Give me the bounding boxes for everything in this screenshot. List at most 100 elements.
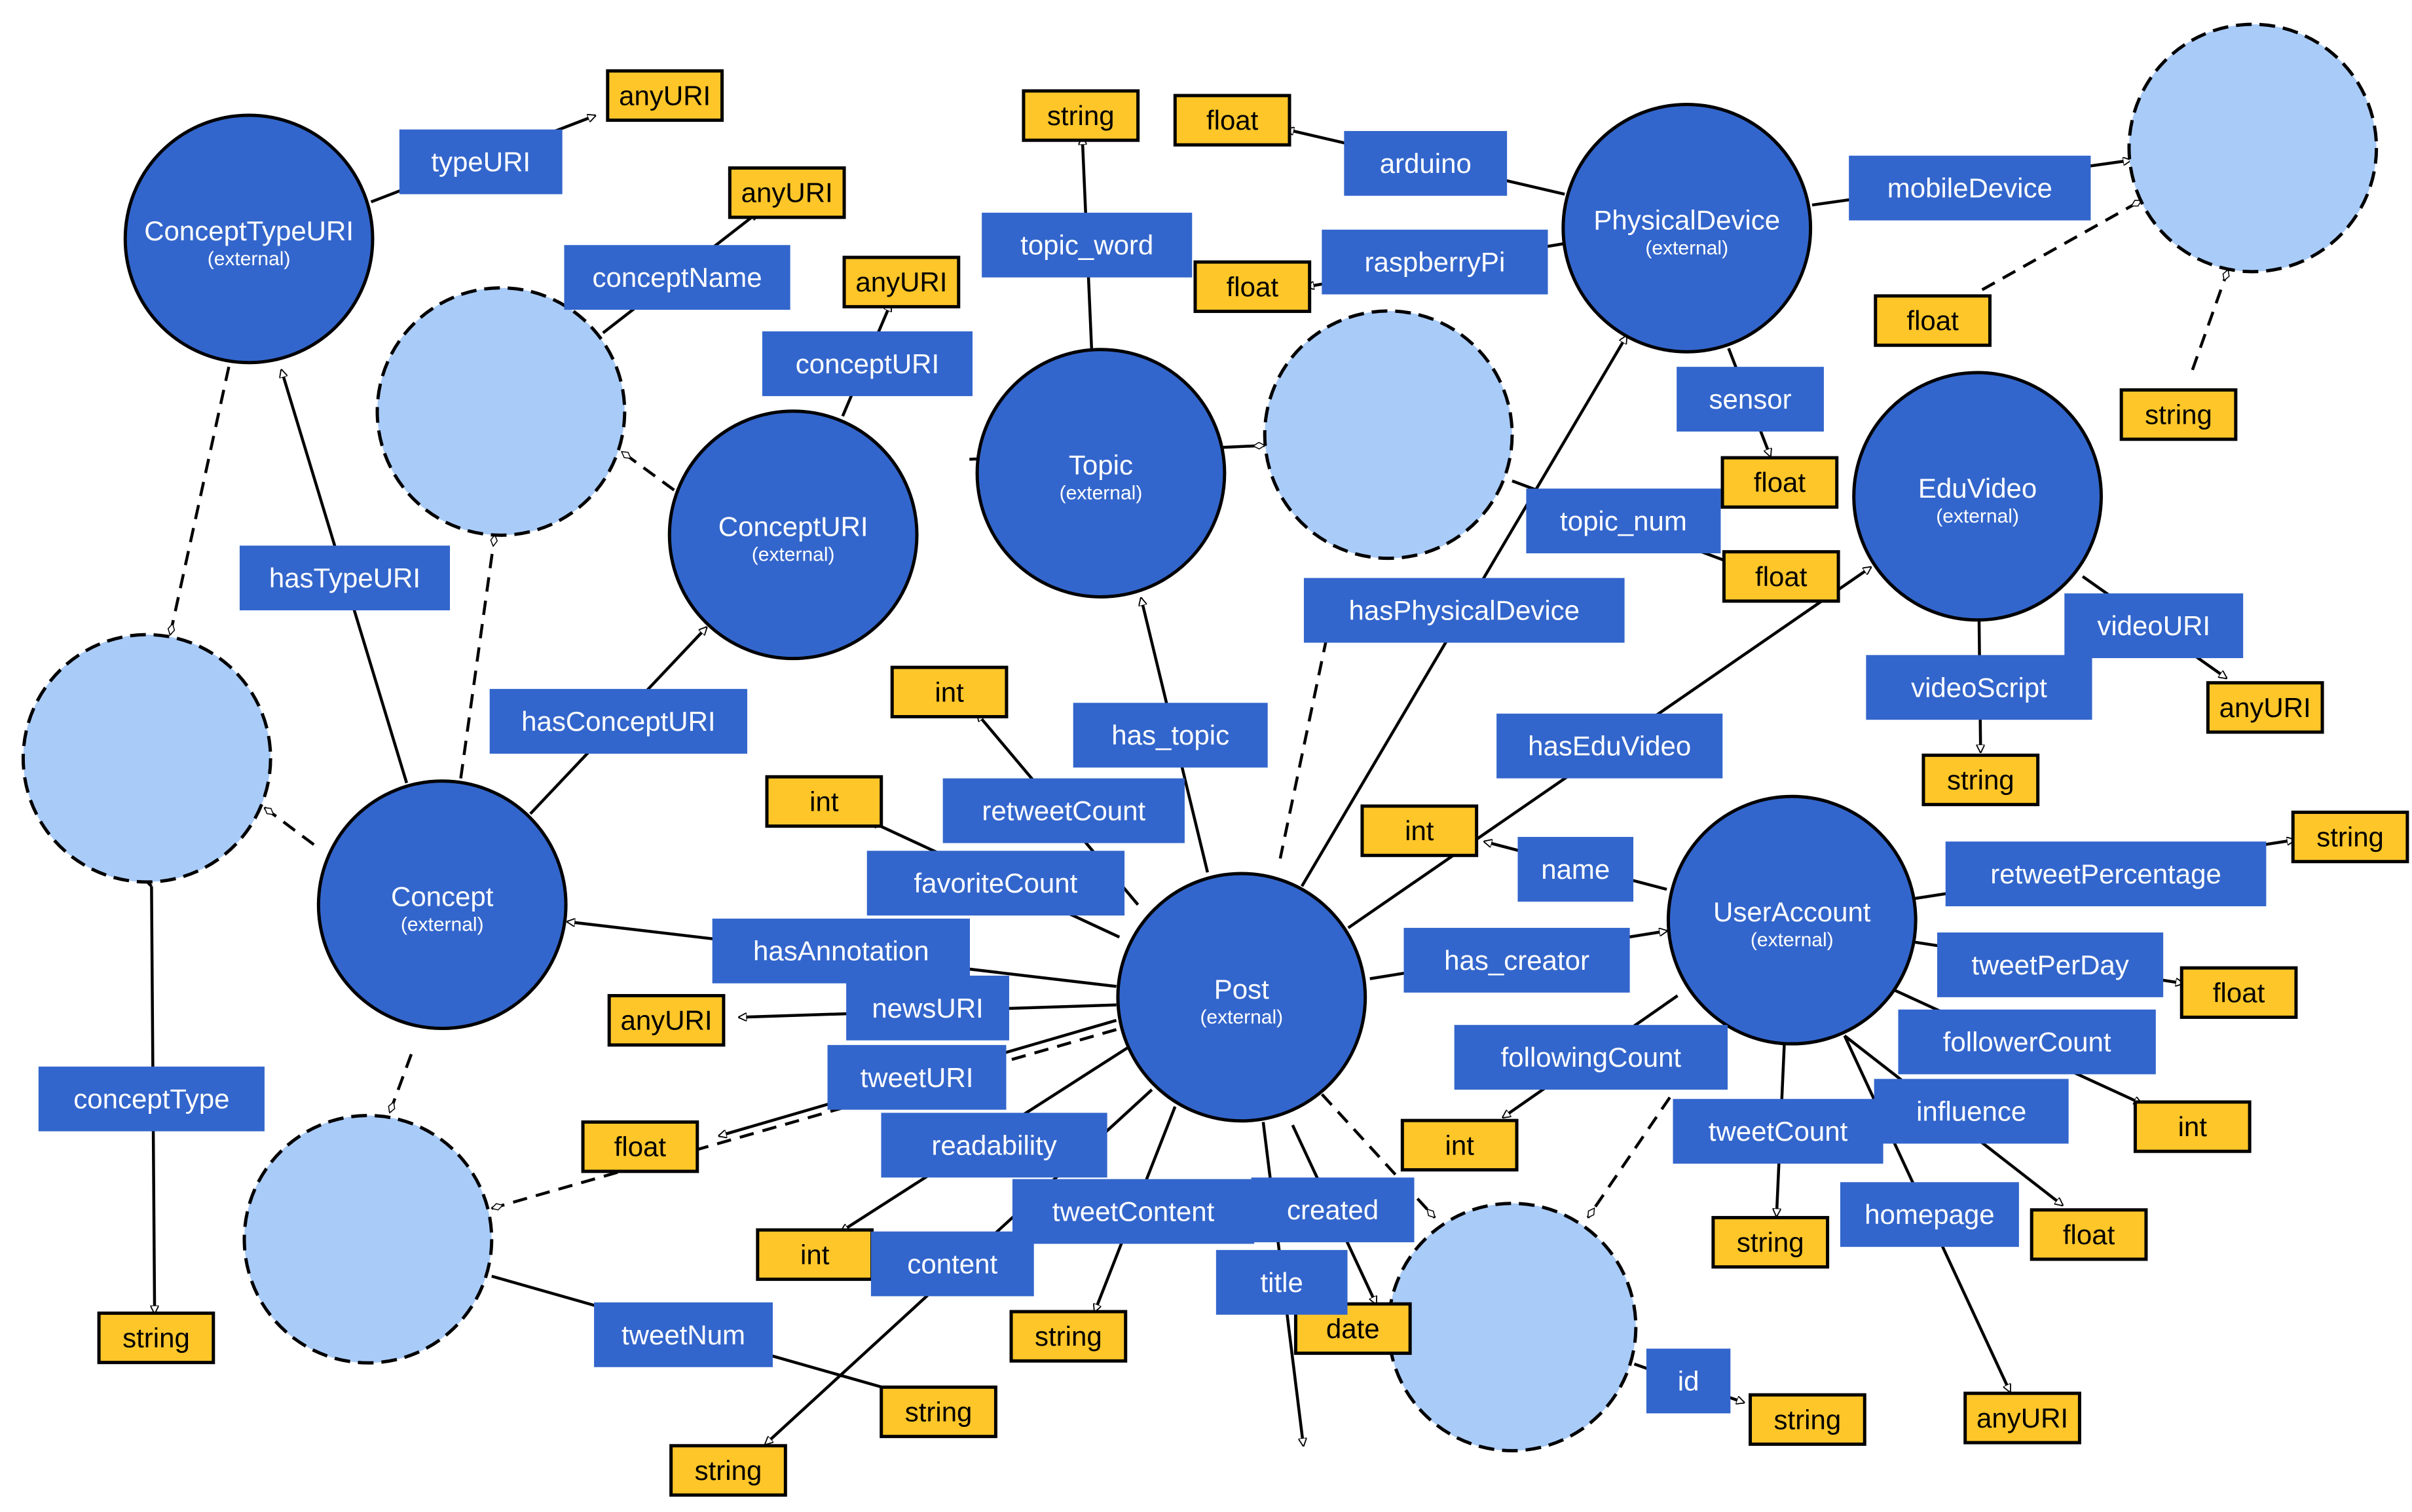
property-label-conceptName: conceptName	[564, 245, 790, 310]
datatype-label: string	[2145, 399, 2212, 430]
property-label-box	[1937, 932, 2164, 997]
property-label-box	[38, 1066, 265, 1132]
property-label-text: title	[1261, 1267, 1303, 1298]
edge-line	[1320, 1093, 1436, 1219]
anonymous-node	[242, 1114, 494, 1365]
property-label-hasConceptURI: hasConceptURI	[489, 689, 748, 754]
datatype-label: int	[1445, 1130, 1475, 1160]
property-label-box	[1073, 703, 1268, 768]
datatype-node: int	[1400, 1118, 1519, 1171]
property-label-text: hasConceptURI	[521, 706, 715, 737]
datatype-box	[842, 255, 961, 308]
datatype-node: float	[1173, 94, 1291, 147]
property-label-text: topic_num	[1560, 506, 1687, 536]
class-nodes-layer: ConceptTypeURI(external)ConceptURI(exter…	[123, 102, 2103, 1123]
datatype-box	[1874, 294, 1992, 347]
datatype-label: int	[800, 1239, 830, 1270]
datatype-box	[2206, 681, 2324, 734]
edge-line	[2191, 270, 2228, 371]
class-name: Concept	[391, 881, 494, 912]
property-label-box	[239, 545, 451, 611]
property-label-text: conceptURI	[796, 348, 939, 379]
datatype-box	[1022, 89, 1140, 142]
class-circle	[1561, 102, 1813, 354]
property-label-text: content	[907, 1249, 997, 1280]
property-label-box	[1344, 131, 1508, 196]
datatype-label: float	[1227, 271, 1279, 302]
property-label-influence: influence	[1874, 1079, 2069, 1144]
edge-line	[620, 450, 675, 492]
class-node-topic: Topic(external)	[975, 348, 1227, 599]
property-label-box	[942, 778, 1185, 843]
datatype-box	[581, 1120, 699, 1173]
property-labels-layer: typeURIconceptNameconceptURItopic_wordar…	[38, 129, 2267, 1414]
anonymous-node	[375, 286, 627, 537]
datatype-label: string	[122, 1323, 190, 1354]
datatype-label: anyURI	[619, 80, 711, 111]
property-label-text: followerCount	[1943, 1027, 2111, 1058]
datatype-box	[1009, 1310, 1128, 1363]
property-label-text: tweetPerDay	[1971, 950, 2128, 980]
property-label-box	[1945, 841, 2267, 906]
property-label-followerCount: followerCount	[1898, 1009, 2156, 1075]
datatype-label: string	[1774, 1404, 1842, 1435]
property-label-text: hasAnnotation	[753, 936, 929, 967]
property-label-hasTypeURI: hasTypeURI	[239, 545, 451, 611]
property-label-box	[762, 331, 973, 396]
property-label-box	[866, 851, 1125, 916]
property-label-videoURI: videoURI	[2064, 593, 2244, 659]
property-label-text: hasTypeURI	[269, 562, 420, 593]
datatype-box	[765, 775, 883, 828]
property-label-id: id	[1646, 1348, 1731, 1414]
property-label-raspberryPi: raspberryPi	[1322, 229, 1548, 295]
datatype-label: int	[1405, 815, 1434, 846]
property-label-hasAnnotation: hasAnnotation	[712, 918, 970, 984]
property-label-tweetCount: tweetCount	[1673, 1099, 1883, 1164]
datatype-node: int	[756, 1228, 874, 1282]
class-name: EduVideo	[1918, 473, 2037, 504]
datatype-node: string	[880, 1385, 997, 1439]
property-label-text: videoURI	[2097, 610, 2210, 641]
property-label-sensor: sensor	[1677, 367, 1824, 432]
class-circle	[1852, 371, 2103, 622]
edge-line	[1586, 1096, 1671, 1219]
class-external-tag: (external)	[752, 544, 835, 566]
datatype-node: int	[765, 775, 883, 828]
anonymous-node	[21, 633, 272, 884]
datatype-node: string	[2291, 810, 2409, 864]
property-label-box	[2064, 593, 2244, 659]
class-circle	[1666, 794, 1918, 1046]
datatype-box	[1711, 1215, 1830, 1269]
datatype-label: float	[1906, 305, 1959, 336]
datatype-label: string	[1047, 100, 1115, 131]
property-label-text: tweetContent	[1052, 1196, 1215, 1227]
datatype-node: float	[1874, 294, 1992, 347]
property-label-box	[881, 1113, 1107, 1178]
property-label-text: readability	[931, 1130, 1056, 1160]
property-label-box	[982, 212, 1193, 278]
datatype-label: float	[2063, 1219, 2115, 1250]
datatype-box	[1749, 1393, 1866, 1446]
property-label-box	[1215, 1249, 1348, 1315]
datatype-box	[1400, 1118, 1519, 1171]
class-circle	[123, 113, 375, 365]
property-label-name: name	[1517, 837, 1634, 902]
property-label-newsURI: newsURI	[846, 975, 1009, 1041]
property-label-box	[1677, 367, 1824, 432]
property-label-text: mobileDevice	[1887, 173, 2052, 204]
edge-line	[1981, 199, 2142, 291]
property-label-box	[594, 1302, 773, 1367]
datatype-node: anyURI	[2206, 681, 2324, 734]
datatype-box	[669, 1444, 787, 1497]
property-label-text: followingCount	[1501, 1042, 1682, 1073]
class-external-tag: (external)	[401, 914, 484, 936]
property-label-text: favoriteCount	[914, 868, 1078, 898]
datatype-label: string	[1947, 764, 2014, 795]
property-label-box	[1322, 229, 1548, 295]
datatype-box	[2119, 388, 2238, 441]
datatype-box	[2180, 966, 2298, 1019]
property-label-box	[1251, 1177, 1415, 1243]
property-label-topic_word: topic_word	[982, 212, 1193, 278]
property-label-text: tweetNum	[622, 1319, 745, 1350]
